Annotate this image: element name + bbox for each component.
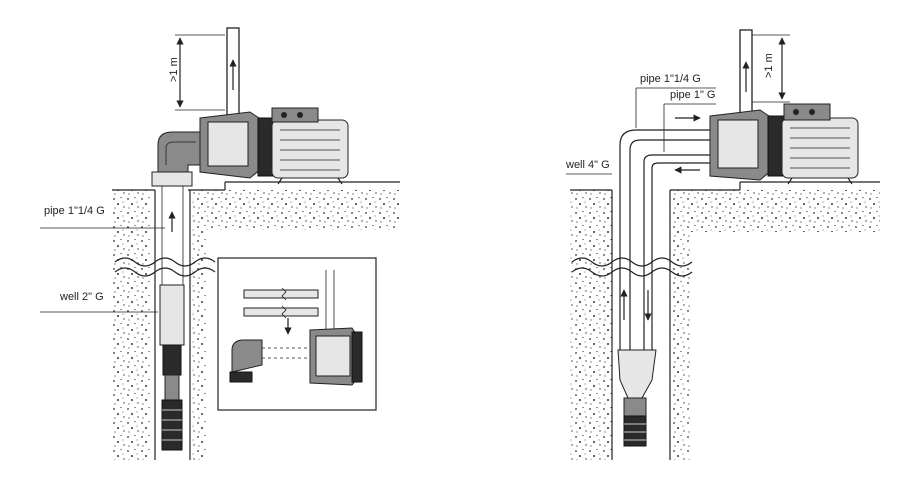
left-diagram: >1 m pipe 1"1/4 G well 2" G [40,27,400,460]
left-pipe-label: pipe 1"1/4 G [44,205,105,217]
left-foot-valve [161,399,183,451]
left-height-label: >1 m [168,57,180,82]
right-height-label: >1 m [763,53,775,78]
right-small-pipe [643,154,712,350]
right-soil [570,190,612,460]
left-motor [271,119,349,179]
left-pump [199,107,349,185]
left-ejector [159,284,185,346]
right-diagram: >1 m pipe 1"1/4 G pipe 1" G well 4" G [565,29,880,460]
right-soil-right [670,190,880,460]
right-pump [709,103,859,185]
right-well-label: well 4" G [565,159,610,171]
left-break-mark [114,257,216,267]
left-elbow [157,131,201,173]
right-pipe-large-label: pipe 1"1/4 G [640,73,701,85]
right-foot-valve [623,415,647,447]
right-pipe-small-label: pipe 1" G [670,89,716,101]
right-large-pipe [619,129,712,350]
left-well-label: well 2" G [59,291,104,303]
left-soil [112,190,150,460]
left-well-head [151,171,193,187]
right-ejector [617,349,657,399]
right-break-mark [571,257,693,267]
left-assembly-inset [217,257,377,411]
left-soil-right [192,190,400,460]
